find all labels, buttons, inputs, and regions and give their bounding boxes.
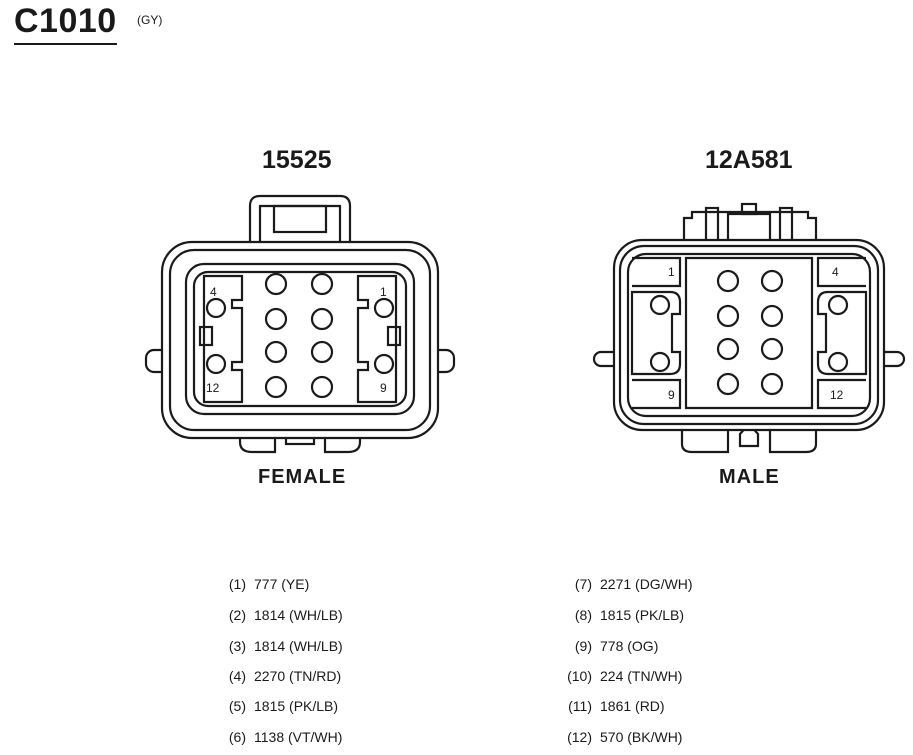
pin-number: (6) (228, 729, 246, 745)
pin-number: (10) (567, 668, 592, 684)
pin-number: (3) (228, 638, 246, 654)
female-corner-label-bottom-left: 12 (206, 381, 220, 395)
pin-circuit: 570 (BK/WH) (600, 729, 683, 745)
pin-circuit: 1138 (VT/WH) (254, 729, 343, 745)
male-center-block (684, 256, 814, 410)
pin-female (264, 340, 288, 364)
male-corner-bottom-right (816, 378, 866, 410)
male-corner-label-top-right: 4 (832, 265, 839, 279)
female-left-key (198, 325, 214, 347)
pin-male (716, 372, 740, 396)
male-corner-top-right (816, 256, 866, 288)
male-corner-label-top-left: 1 (668, 265, 675, 279)
pin-female-9 (373, 353, 395, 375)
female-left-cavity (202, 274, 244, 404)
female-corner-label-top-left: 4 (210, 285, 217, 299)
pinout-row: (1) 777 (YE) (210, 575, 309, 593)
pin-circuit: 1815 (PK/LB) (600, 607, 685, 623)
pin-male (760, 337, 784, 361)
male-bottom-tab-right (768, 422, 818, 454)
pinout-row: (9) 778 (OG) (556, 637, 658, 655)
pin-number: (12) (567, 729, 592, 745)
pin-male-4 (827, 294, 849, 316)
pin-circuit: 224 (TN/WH) (600, 668, 683, 684)
female-corner-label-bottom-right: 9 (380, 381, 387, 395)
pinout-row: (6) 1138 (VT/WH) (210, 728, 343, 746)
female-latch-tab (272, 204, 328, 234)
female-bottom-tab-left (238, 424, 277, 454)
pinout-row: (2) 1814 (WH/LB) (210, 606, 343, 624)
pin-number: (7) (574, 576, 592, 592)
connector-id-title: C1010 (14, 2, 117, 45)
pinout-row: (10) 224 (TN/WH) (556, 667, 682, 685)
male-top-latch (682, 210, 818, 242)
pin-circuit: 1815 (PK/LB) (254, 698, 339, 714)
pinout-row: (12) 570 (BK/WH) (556, 728, 682, 746)
female-right-cavity (356, 274, 398, 404)
pin-circuit: 1814 (WH/LB) (254, 607, 343, 623)
female-gender-label: FEMALE (258, 466, 347, 488)
female-part-number: 15525 (262, 146, 332, 174)
pinout-row: (4) 2270 (TN/RD) (210, 667, 341, 685)
pin-circuit: 777 (YE) (254, 576, 310, 592)
pin-number: (9) (574, 638, 592, 654)
male-corner-label-bottom-left: 9 (668, 388, 675, 402)
female-bottom-tab-right (323, 424, 362, 454)
pin-female (310, 307, 334, 331)
male-right-cavity (816, 290, 868, 376)
pin-male (760, 372, 784, 396)
pin-male (716, 304, 740, 328)
pinout-row: (5) 1815 (PK/LB) (210, 697, 338, 715)
pin-male-1 (649, 294, 671, 316)
male-part-number: 12A581 (705, 146, 793, 174)
pin-female (310, 375, 334, 399)
male-corner-bottom-left (632, 378, 682, 410)
pin-number: (2) (228, 607, 246, 623)
pin-female (264, 375, 288, 399)
pin-circuit: 2271 (DG/WH) (600, 576, 693, 592)
male-corner-label-bottom-right: 12 (830, 388, 844, 402)
pin-circuit: 1814 (WH/LB) (254, 638, 343, 654)
male-connector-diagram: 1 4 9 12 (592, 202, 906, 454)
pinout-row: (11) 1861 (RD) (556, 697, 665, 715)
pinout-row: (3) 1814 (WH/LB) (210, 637, 343, 655)
connector-color-code: (GY) (137, 13, 163, 27)
pin-male (760, 304, 784, 328)
male-outer-housing (612, 238, 886, 432)
female-corner-label-top-right: 1 (380, 285, 387, 299)
pin-male (716, 337, 740, 361)
female-top-latch (248, 194, 352, 244)
male-left-cavity (630, 290, 682, 376)
female-outer-housing (160, 240, 440, 440)
female-connector-diagram: 4 1 12 9 (144, 194, 456, 454)
pin-number: (8) (574, 607, 592, 623)
female-right-key (386, 325, 402, 347)
pin-female (310, 340, 334, 364)
pin-number: (5) (228, 698, 246, 714)
pin-male (760, 269, 784, 293)
pin-number: (4) (228, 668, 246, 684)
pin-number: (11) (568, 698, 592, 714)
male-gender-label: MALE (719, 466, 780, 488)
pin-female-1 (373, 297, 395, 319)
male-corner-top-left (632, 256, 682, 288)
pin-male (716, 269, 740, 293)
pin-female (264, 307, 288, 331)
pin-circuit: 2270 (TN/RD) (254, 668, 342, 684)
pinout-row: (7) 2271 (DG/WH) (556, 575, 693, 593)
pin-female-12 (205, 353, 227, 375)
pin-male-9 (649, 351, 671, 373)
pin-female (310, 272, 334, 296)
pin-male-12 (827, 351, 849, 373)
pin-female-4 (205, 297, 227, 319)
pin-number: (1) (228, 576, 246, 592)
pin-circuit: 778 (OG) (600, 638, 659, 654)
pin-female (264, 272, 288, 296)
pinout-row: (8) 1815 (PK/LB) (556, 606, 684, 624)
pin-circuit: 1861 (RD) (600, 698, 665, 714)
male-bottom-tab-left (680, 422, 730, 454)
